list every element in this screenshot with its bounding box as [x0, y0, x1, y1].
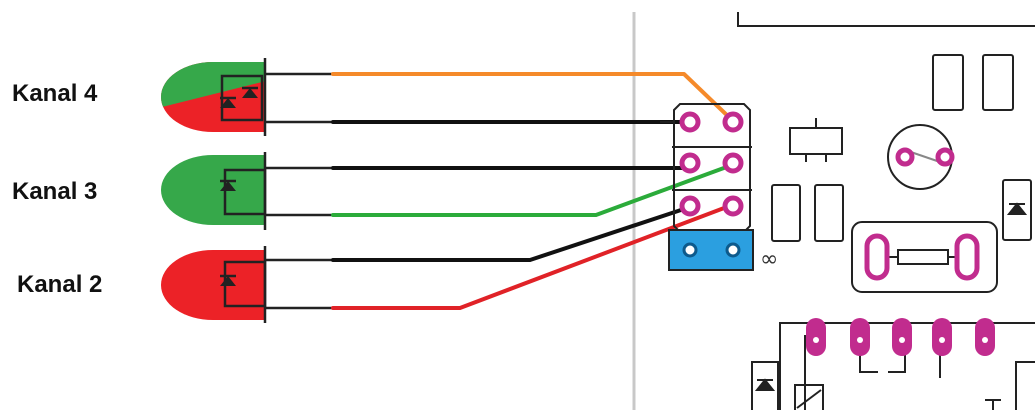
resistor-top-2 — [982, 54, 1014, 111]
resistor-mid-2 — [814, 184, 844, 242]
diode-symbol-red — [220, 96, 236, 108]
wire-black-k2 — [331, 205, 692, 262]
pcb-marking: ∞ — [760, 247, 778, 272]
diode-symbol-green — [242, 86, 258, 98]
photo-sensor — [887, 124, 955, 190]
diode-right-symbol — [1006, 202, 1028, 215]
wire-red — [331, 203, 734, 310]
led-kanal-4 — [161, 58, 333, 136]
pcb-components — [737, 12, 1035, 415]
wire-orange — [331, 72, 735, 123]
label-kanal-4: Kanal 4 — [12, 80, 98, 107]
relay-fragment — [794, 384, 824, 415]
connector-bottom — [779, 318, 1035, 410]
resistor-mid-1 — [771, 184, 801, 242]
wires — [331, 72, 735, 310]
led-kanal-3 — [161, 152, 333, 230]
diode-right — [1002, 179, 1032, 241]
diode-symbol — [220, 274, 236, 286]
component-bottom-left — [751, 361, 779, 415]
header-pads — [679, 111, 744, 217]
board-outline-top — [737, 12, 1035, 27]
resistor-top-1 — [932, 54, 964, 111]
diode-symbol — [220, 179, 236, 191]
wire-green — [331, 163, 734, 217]
transistor — [789, 118, 843, 162]
label-kanal-2: Kanal 2 — [17, 271, 103, 298]
pin-header: ∞ — [660, 103, 778, 272]
crystal — [851, 221, 998, 293]
pin-marker-bottom-right — [985, 361, 1035, 415]
jumper-blue — [668, 229, 754, 271]
led-kanal-2 — [161, 246, 333, 323]
label-kanal-3: Kanal 3 — [12, 178, 98, 205]
